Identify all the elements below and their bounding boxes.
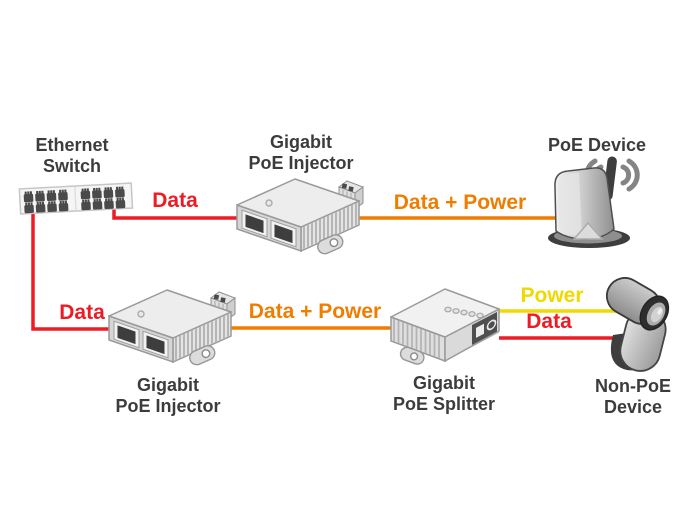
poe-splitter-label: Gigabit PoE Splitter: [392, 373, 495, 414]
data-label-right: Data: [526, 310, 572, 333]
poe-injector-bottom-illustration: [108, 289, 237, 366]
rj45-port: [241, 209, 268, 238]
mounting-tab: [189, 345, 216, 366]
rj45-port: [113, 320, 140, 349]
heatsink-fins: [175, 313, 229, 361]
non-poe-device-label: Non-PoE Device: [595, 376, 671, 417]
poe-device-illustration: [548, 156, 640, 248]
dc-power-jack: [486, 319, 497, 331]
data-power-label-top: Data + Power: [393, 191, 527, 214]
rj45-port: [142, 330, 169, 359]
poe-injector-bottom-label: Gigabit PoE Injector: [115, 375, 221, 416]
data-power-label-bottom: Data + Power: [248, 300, 382, 323]
poe-injector-top-illustration: [236, 178, 365, 255]
led-indicators: [444, 306, 484, 319]
rj45-port: [270, 219, 297, 248]
non-poe-device-illustration: [605, 277, 670, 372]
camera-head: [605, 277, 670, 331]
mounting-tab: [399, 346, 425, 365]
power-label: Power: [520, 284, 584, 307]
poe-device-label: PoE Device: [547, 135, 647, 155]
ethernet-switch-illustration: [18, 182, 134, 215]
poe-injector-top-label: Gigabit PoE Injector: [248, 132, 354, 173]
data-label-bottom-left: Data: [59, 301, 105, 324]
data-out-port: [476, 323, 484, 338]
mounting-tab: [317, 234, 344, 255]
heatsink-fins: [303, 202, 357, 250]
data-label-top: Data: [152, 189, 198, 212]
poe-splitter-illustration: [390, 288, 500, 365]
connection-switch-to-injector-bottom: [31, 206, 114, 331]
splitter-fins: [393, 318, 440, 359]
ethernet-switch-label: Ethernet Switch: [35, 135, 109, 176]
